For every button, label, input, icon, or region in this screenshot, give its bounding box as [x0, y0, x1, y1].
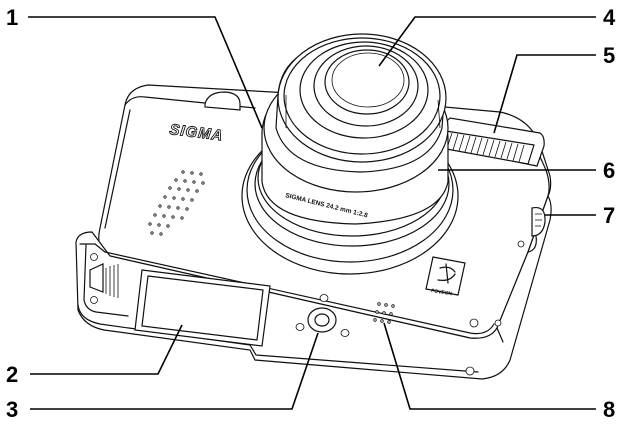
- leader-line-3: [30, 332, 319, 410]
- leader-line-8: [383, 322, 596, 410]
- battery-door: [134, 269, 271, 347]
- tripod-socket: [295, 294, 350, 337]
- speaker-grille: [373, 302, 395, 324]
- callout-5: 5: [603, 43, 615, 68]
- leader-line-2: [30, 324, 183, 375]
- leader-line-5: [493, 54, 596, 134]
- callout-2: 2: [6, 362, 18, 387]
- foveon-logo-text: FOVEON: [431, 288, 453, 297]
- leader-line-4: [378, 16, 596, 67]
- leader-lines: [28, 16, 596, 410]
- foveon-badge: FOVEON: [425, 256, 466, 297]
- callout-numbers: 1 2 3 4 5 6 7 8: [6, 5, 616, 422]
- microphone-grille: [148, 170, 205, 236]
- callout-6: 6: [603, 158, 615, 183]
- lens-barrel: [241, 33, 459, 275]
- callout-4: 4: [603, 5, 616, 30]
- callout-1: 1: [6, 5, 18, 30]
- callout-3: 3: [6, 397, 18, 422]
- shutter-button: [204, 91, 241, 111]
- callout-8: 8: [603, 397, 615, 422]
- leader-line-1: [28, 16, 263, 129]
- callout-7: 7: [603, 203, 615, 228]
- flash-unit: [436, 117, 545, 167]
